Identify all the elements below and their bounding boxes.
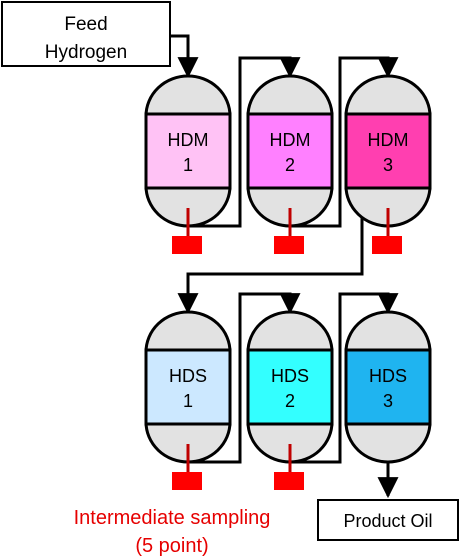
hdm2-to-hdm3-pipe (290, 56, 399, 228)
reactor-label-name: HDM (270, 130, 311, 150)
sampling-port (172, 472, 202, 490)
sampling-caption-line2: (5 point) (135, 535, 208, 557)
reactor-label-name: HDM (368, 130, 409, 150)
reactor-label-name: HDS (369, 366, 407, 386)
reactor-hdm3: HDM 3 (344, 74, 432, 254)
hds2-to-hds3-pipe (290, 292, 399, 464)
product-oil-label: Product Oil (343, 511, 432, 531)
catalyst-bed (246, 348, 334, 426)
catalyst-bed (344, 112, 432, 190)
reactor-label-name: HDM (168, 130, 209, 150)
feed-hydrogen-box: Feed Hydrogen (1, 1, 171, 67)
sampling-port (274, 236, 304, 254)
hdm1-to-hdm2-pipe (190, 56, 301, 228)
reactor-label-number: 3 (383, 391, 393, 411)
catalyst-bed (144, 112, 232, 190)
feed-label-line2: Hydrogen (45, 42, 127, 63)
reactor-label-number: 1 (183, 155, 193, 175)
reactor-hdm1: HDM 1 (144, 74, 232, 254)
reactor-label-name: HDS (271, 366, 309, 386)
catalyst-bed (344, 348, 432, 426)
catalyst-bed (246, 112, 334, 190)
reactor-label-name: HDS (169, 366, 207, 386)
reactor-hdm2: HDM 2 (246, 74, 334, 254)
hdm3-to-hds1-pipe (177, 216, 388, 315)
reactor-label-number: 3 (383, 155, 393, 175)
reactor-hds2: HDS 2 (246, 310, 334, 490)
sampling-port (172, 236, 202, 254)
product-oil-box: Product Oil (317, 499, 459, 541)
sampling-port (372, 236, 402, 254)
sampling-caption-line1: Intermediate sampling (74, 507, 271, 529)
feed-label-line1: Feed (64, 14, 107, 35)
piping (170, 34, 399, 499)
catalyst-bed (144, 348, 232, 426)
reactor-hds1: HDS 1 (144, 310, 232, 490)
reactor-label-number: 1 (183, 391, 193, 411)
reactor-label-number: 2 (285, 391, 295, 411)
sampling-port (274, 472, 304, 490)
feed-to-hdm1-pipe (170, 34, 199, 79)
reactor-hds3: HDS 3 (344, 310, 432, 464)
reactor-label-number: 2 (285, 155, 295, 175)
hds1-to-hds2-pipe (190, 292, 301, 464)
